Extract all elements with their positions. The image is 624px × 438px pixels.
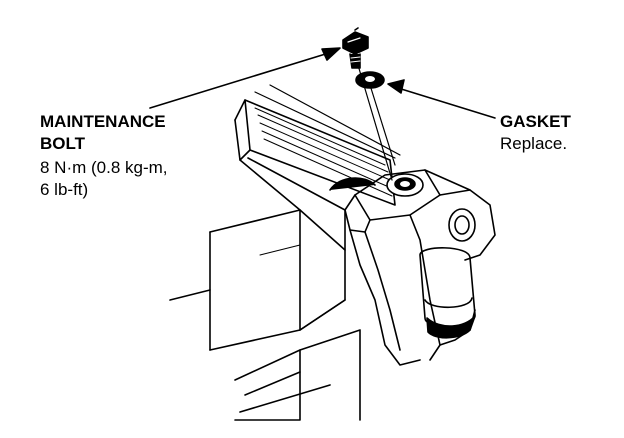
torque-spec: 8 N·m (0.8 kg-m, bbox=[40, 158, 168, 177]
mount-bracket bbox=[344, 169, 496, 366]
gasket-leader bbox=[387, 79, 496, 119]
maintenance-bolt bbox=[342, 27, 369, 69]
engine-block bbox=[169, 209, 361, 421]
bolt-hole bbox=[386, 173, 424, 197]
gasket-instruction: Replace. bbox=[500, 134, 568, 153]
rubber-bushing bbox=[419, 247, 476, 339]
maintenance-bolt-leader bbox=[149, 47, 341, 109]
gasket-washer bbox=[355, 71, 385, 89]
mount-housing bbox=[234, 84, 401, 251]
gasket-label: GASKET bbox=[500, 112, 571, 131]
maintenance-bolt-label-line2: BOLT bbox=[40, 134, 86, 153]
maintenance-bolt-label: MAINTENANCE bbox=[40, 112, 166, 131]
torque-spec-line2: 6 lb-ft) bbox=[40, 180, 89, 199]
